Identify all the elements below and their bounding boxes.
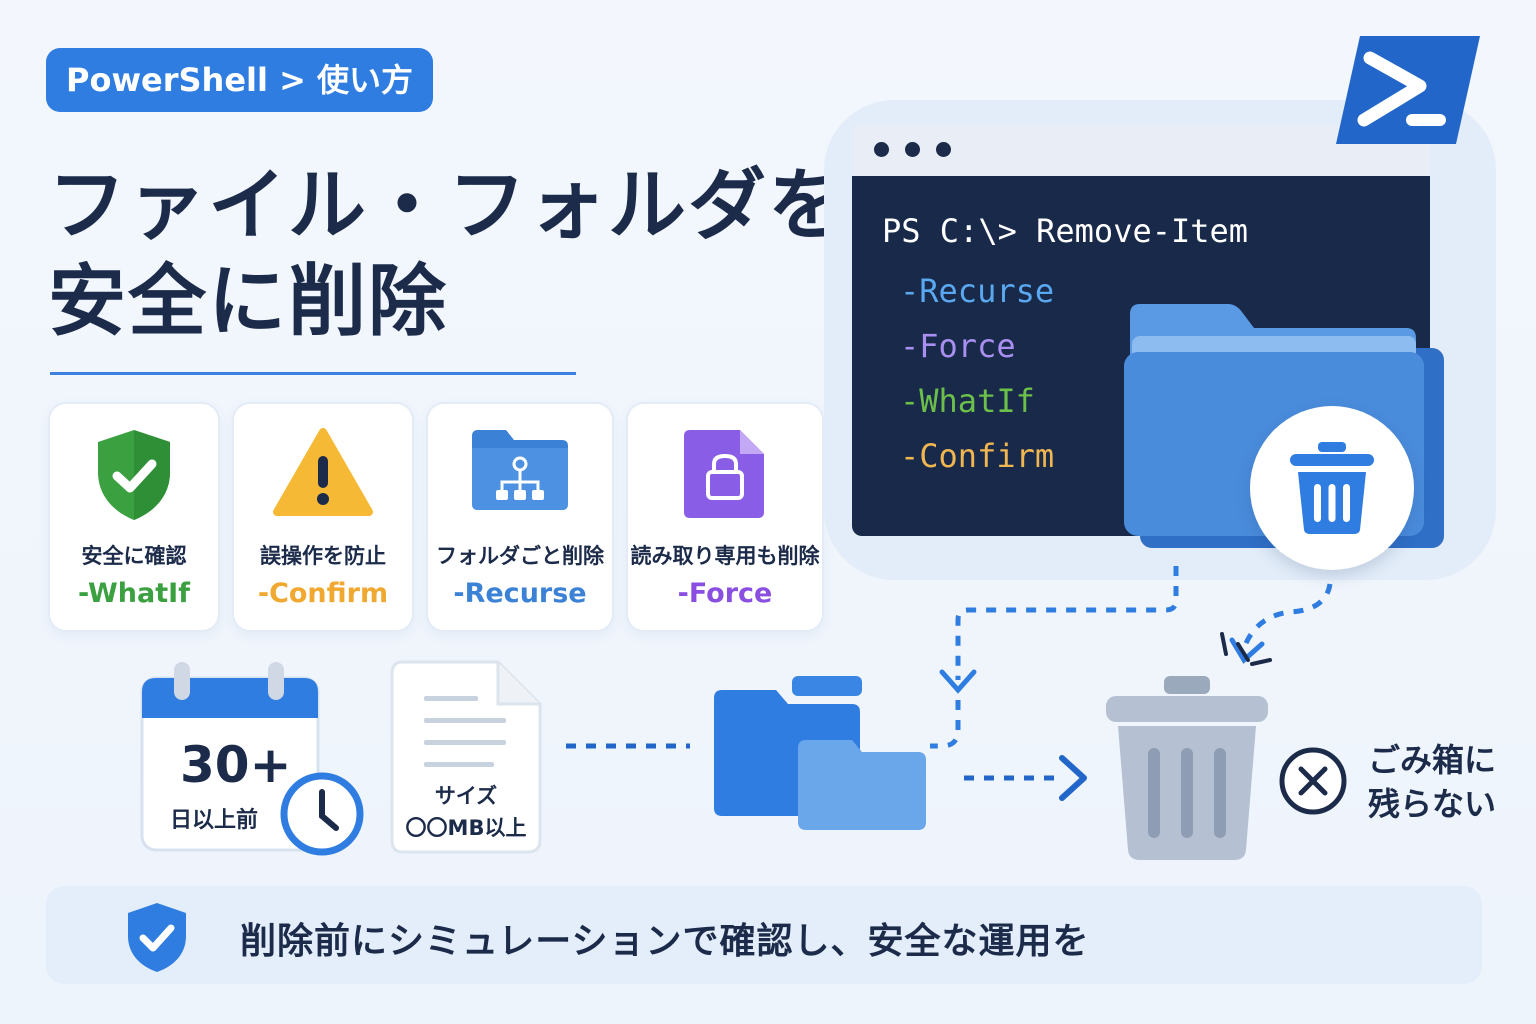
card-flag: -Recurse — [453, 578, 587, 609]
window-dot-icon — [905, 142, 920, 157]
terminal-param: -Confirm — [900, 437, 1055, 475]
card-flag: -Confirm — [257, 578, 389, 609]
trash-icon — [1290, 442, 1374, 534]
no-recycle-line-1: ごみ箱に — [1368, 741, 1497, 779]
shield-check-icon — [128, 903, 186, 972]
page-title-line-1: ファイル・フォルダを — [48, 161, 849, 251]
breadcrumb[interactable]: PowerShell > 使い方 — [46, 48, 434, 112]
card-label: 読み取り専用も削除 — [630, 544, 820, 568]
tip-banner — [46, 886, 1482, 984]
locked-file-icon — [682, 426, 768, 524]
card-label: 安全に確認 — [81, 544, 187, 568]
card-flag: -WhatIf — [78, 578, 190, 609]
page-title: ファイル・フォルダを 安全に削除 — [48, 158, 848, 350]
folder-delete-illustration — [1120, 300, 1450, 570]
size-condition: サイズ 〇〇MB以上 — [390, 660, 542, 854]
clock-icon — [280, 772, 364, 856]
days-value: 30+ — [180, 736, 292, 794]
card-label: 誤操作を防止 — [260, 544, 386, 568]
window-dot-icon — [936, 142, 951, 157]
terminal-param: -Force — [900, 327, 1016, 365]
calendar-condition: 30+ 日以上前 — [140, 660, 370, 860]
window-dot-icon — [874, 142, 889, 157]
banner-text: 削除前にシミュレーションで確認し、安全な運用を — [240, 921, 1090, 962]
shield-check-icon — [92, 426, 176, 526]
size-label-2: 〇〇MB以上 — [405, 816, 527, 840]
terminal-title-bar — [852, 124, 1430, 176]
card-recurse: フォルダごと削除 -Recurse — [426, 402, 614, 632]
powershell-logo-icon — [1334, 34, 1482, 146]
folders-icon — [714, 676, 926, 830]
no-recycle-line-2: 残らない — [1368, 785, 1497, 823]
card-force: 読み取り専用も削除 -Force — [626, 402, 824, 632]
card-confirm: 誤操作を防止 -Confirm — [232, 402, 414, 632]
page-title-line-2: 安全に削除 — [48, 257, 449, 347]
trash-can-icon — [1106, 676, 1268, 860]
terminal-prompt: PS C:\> Remove-Item — [882, 212, 1249, 250]
title-divider — [50, 372, 576, 375]
card-label: フォルダごと削除 — [436, 544, 604, 568]
size-label-1: サイズ — [434, 784, 498, 808]
no-recycle-text: ごみ箱に 残らない — [1368, 738, 1496, 826]
warning-icon — [271, 426, 375, 522]
terminal-param: -Recurse — [900, 272, 1055, 310]
folder-tree-icon — [468, 426, 572, 516]
card-flag: -Force — [677, 578, 773, 609]
document-icon — [390, 660, 542, 854]
calendar-icon — [140, 662, 320, 852]
card-whatif: 安全に確認 -WhatIf — [48, 402, 220, 632]
no-recycle-icon — [1279, 747, 1347, 815]
trash-badge — [1250, 406, 1414, 570]
days-label: 日以上前 — [170, 808, 259, 833]
terminal-param: -WhatIf — [900, 382, 1035, 420]
